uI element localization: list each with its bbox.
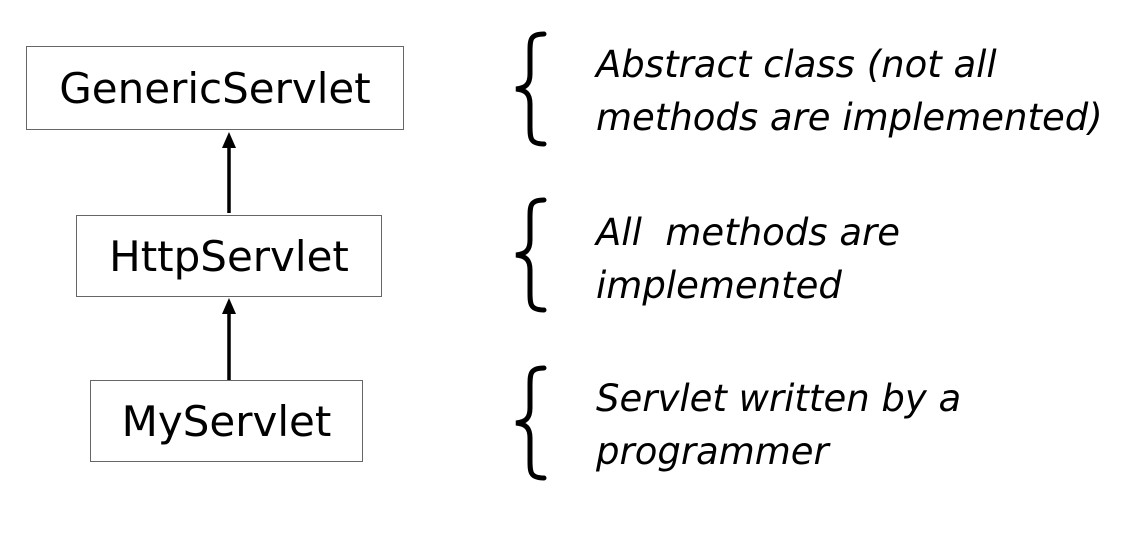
description-myservlet: Servlet written by a programmer [596, 372, 961, 478]
description-line: implemented [596, 264, 842, 307]
description-line: programmer [596, 430, 829, 473]
brace-myservlet [510, 364, 550, 482]
arrow-my-to-http [222, 298, 236, 380]
description-line: Servlet written by a [596, 377, 962, 420]
description-genericservlet: Abstract class (not all methods are impl… [596, 38, 1103, 144]
class-name-genericservlet: GenericServlet [59, 63, 371, 113]
class-box-genericservlet: GenericServlet [26, 46, 404, 130]
description-line: All methods are [596, 211, 900, 254]
description-line: methods are implemented) [596, 96, 1103, 139]
class-name-httpservlet: HttpServlet [109, 231, 349, 281]
description-line: Abstract class (not all [596, 43, 997, 86]
class-box-httpservlet: HttpServlet [76, 215, 382, 297]
brace-genericservlet [510, 30, 550, 148]
brace-httpservlet [510, 196, 550, 314]
arrow-http-to-generic [222, 132, 236, 213]
description-httpservlet: All methods are implemented [596, 206, 900, 312]
class-box-myservlet: MyServlet [90, 380, 363, 462]
class-name-myservlet: MyServlet [121, 396, 332, 446]
